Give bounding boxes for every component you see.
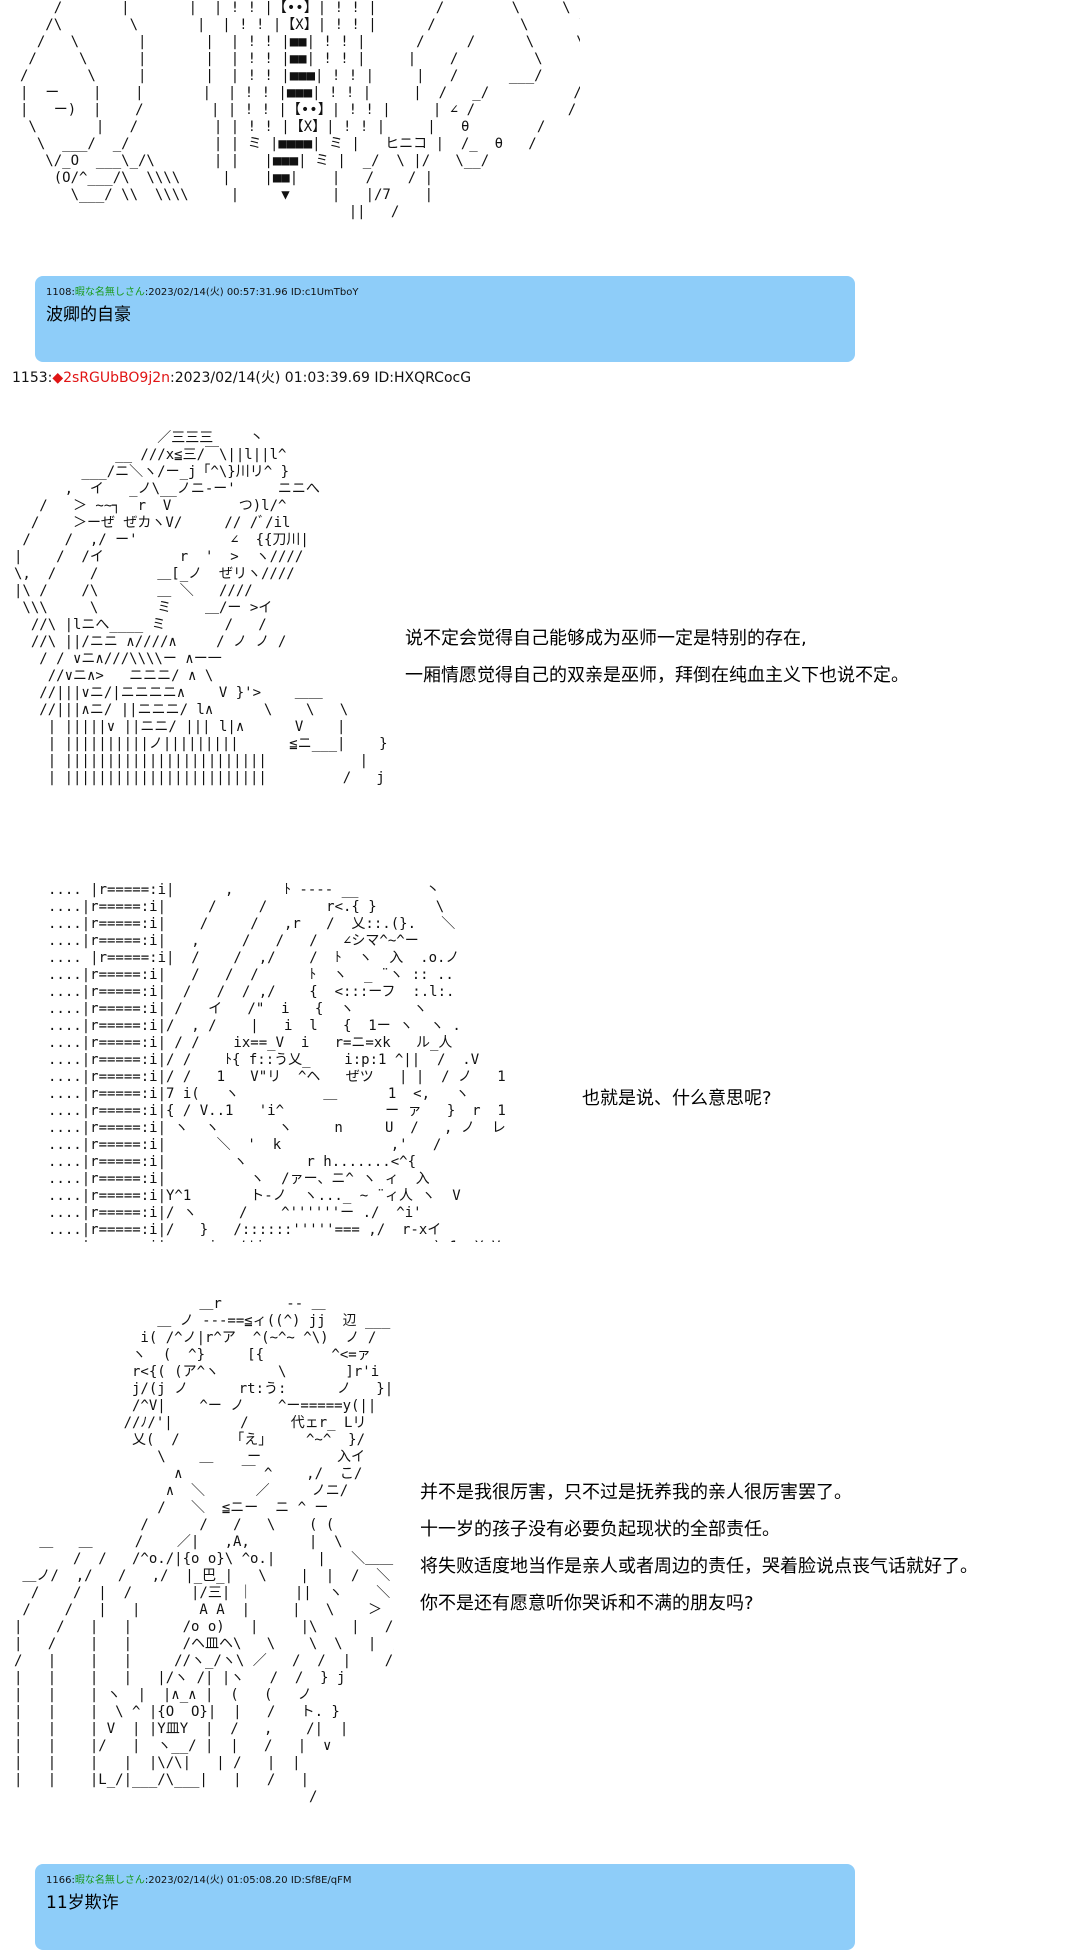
dialogue-line: 说不定会觉得自己能够成为巫师一定是特别的存在, <box>405 628 807 649</box>
ascii-art-uniform-boy: ＿r￣￣￣￣ -- ＿ ＿ ノ ---==≦ィ((^) jj 辺 ___ i( … <box>14 1296 394 1805</box>
post-id: ID:HXQRCocG <box>374 370 472 386</box>
post-trip: ◆2sRGUbBO9j2n <box>52 370 170 386</box>
dialogue-block-3: 并不是我很厉害，只不过是抚养我的亲人很厉害罢了。 十一岁的孩子没有必要负起现状的… <box>420 1474 978 1622</box>
dialogue-line: 将失败适度地当作是亲人或者周边的责任，哭着脸说点丧气话就好了。 <box>420 1556 978 1577</box>
comment-author[interactable]: 暇な名無しさん <box>74 287 145 298</box>
ascii-art-top: / | | | ! ! |【••】| ! ! | / \ \ /\ \ | | … <box>20 0 580 220</box>
comment-box: 1108:暇な名無しさん:2023/02/14(火) 00:57:31.96 I… <box>35 276 855 362</box>
comment-box: 1166:暇な名無しさん:2023/02/14(火) 01:05:08.20 I… <box>35 1864 855 1950</box>
ascii-art-hat-character: ／三三三￣￣ 丶 __ ///x≦三/￣\||l||l^ ___/ニ＼ヽ/ー_j… <box>14 430 388 786</box>
post-number[interactable]: 1153 <box>12 370 48 386</box>
dialogue-block-1: 说不定会觉得自己能够成为巫师一定是特别的存在, 一厢情愿觉得自己的双亲是巫师，拜… <box>405 620 909 694</box>
comment-text: 波卿的自豪 <box>46 305 131 325</box>
dialogue-line: 并不是我很厉害，只不过是抚养我的亲人很厉害罢了。 <box>420 1482 852 1503</box>
post-header: 1153:◆2sRGUbBO9j2n:2023/02/14(火) 01:03:3… <box>12 370 472 386</box>
dialogue-line: 也就是说、什么意思呢? <box>582 1088 772 1109</box>
dialogue-line: 一厢情愿觉得自己的双亲是巫师，拜倒在纯血主义下也说不定。 <box>405 665 909 686</box>
dialogue-block-2: 也就是说、什么意思呢? <box>582 1080 772 1117</box>
comment-meta: 1108:暇な名無しさん:2023/02/14(火) 00:57:31.96 I… <box>46 287 359 298</box>
ascii-art-girl-bookshelf: .... |r=====:i| , ﾄ ---- __ 丶 ....|r====… <box>48 882 509 1242</box>
post-date: 2023/02/14(火) 01:03:39.69 <box>174 370 370 386</box>
dialogue-line: 十一岁的孩子没有必要负起现状的全部责任。 <box>420 1519 780 1540</box>
comment-author[interactable]: 暇な名無しさん <box>74 1875 145 1886</box>
comment-meta: 1166:暇な名無しさん:2023/02/14(火) 01:05:08.20 I… <box>46 1875 352 1886</box>
dialogue-line: 你不是还有愿意听你哭诉和不满的朋友吗? <box>420 1593 754 1614</box>
comment-text: 11岁欺诈 <box>46 1893 119 1913</box>
